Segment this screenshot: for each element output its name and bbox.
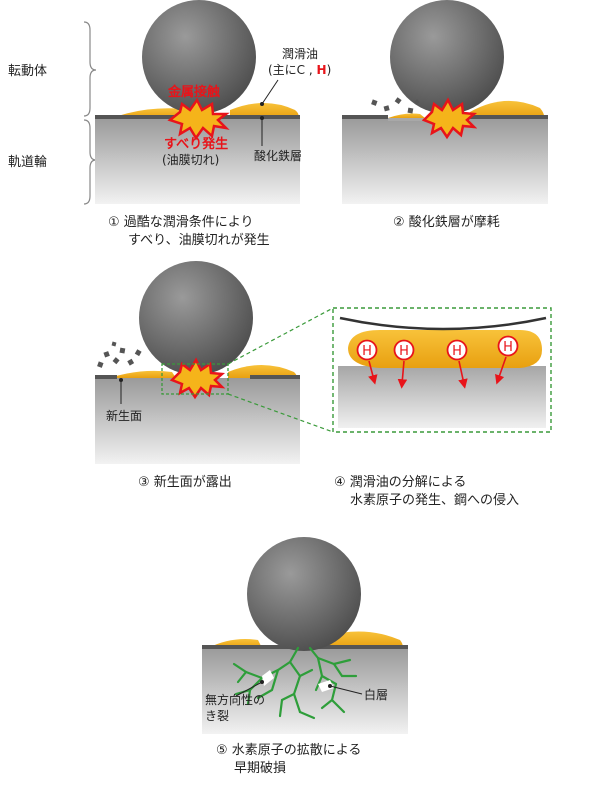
leader-lubricant-dot [260,102,264,106]
caption-step-3: ③ 新生面が露出 [138,474,232,490]
rolling-ball [139,261,253,375]
label-new-surface: 新生面 [106,408,142,423]
wear-debris [103,351,110,358]
caption-step-1-line-1: ① 過酷な潤滑条件により [108,214,254,230]
brace-rolling-element [83,21,97,117]
contact-spark [421,97,478,140]
oil-film-right [230,103,299,118]
caption-step-1-line-2: すべり、油膜切れが発生 [128,233,270,248]
hydrogen-atom: H [356,339,378,385]
oil-film-right [470,100,545,118]
label-rolling-element: 転動体 [8,64,47,79]
wear-debris [134,349,142,357]
hydrogen-atom-label: H [399,344,409,359]
hydrogen-arrow [458,360,468,389]
contact-spark [169,357,226,400]
hydrogen-arrow [397,360,408,389]
panel-2: ② 酸化鉄層が摩耗 [342,0,548,230]
white-layer [318,680,334,692]
zoom-steel [338,366,546,428]
zoom-connector-bottom [227,393,334,433]
label-isotropic-crack-2: き裂 [205,709,229,723]
wear-debris [383,105,390,112]
contact-spark [167,97,230,141]
hydrogen-atom: H [446,339,468,389]
iron-oxide-layer-right [470,115,548,119]
wear-debris [97,361,104,368]
rolling-ball [390,0,504,114]
hydrogen-atom-label: H [362,344,372,359]
label-white-layer: 白層 [364,687,388,702]
caption-step-4-line-2: 水素原子の発生、鋼への侵入 [350,492,519,508]
wear-debris [119,347,126,354]
leader-iron-oxide-dot [260,116,264,120]
zoom-frame [332,307,552,433]
leader-new-surface-dot [119,378,123,382]
rolling-ball [247,537,361,651]
oil-film-left [110,370,176,378]
leader-isotropic-crack-dot [260,680,264,684]
leader-white-layer-dot [328,684,332,688]
leader-lubricant [261,79,279,105]
oil-film-right [228,365,297,378]
label-lubricant-detail: (主にC , H) [268,63,331,77]
iron-oxide-layer-right [250,375,300,379]
panel-1: 転動体 軌道輪 金属接触 すべり発生 (油膜切れ) 潤滑油 (主にC , H) … [8,0,331,248]
wear-debris [127,358,135,366]
zoom-ball-surface [339,316,547,331]
hydrogen-arrow [368,360,378,385]
panel-4: H H H H ④ 潤滑油の分解による 水素原子の発生、鋼への侵入 [332,307,552,508]
brace-raceway [83,119,97,205]
iron-oxide-layer [95,375,117,379]
panel-3: 新生面 ③ 新生面が露出 [95,261,300,490]
white-layer [262,670,274,686]
hydrogen-atom-label: H [452,344,462,359]
zoom-source-box [161,363,229,395]
label-slip: すべり発生 [164,136,228,152]
zoom-connector-top [227,307,334,365]
wear-debris [112,357,120,365]
label-lubricant: 潤滑油 [282,47,318,61]
hydrogen-atom: H [393,339,415,389]
wear-debris [371,99,378,106]
hydrogen-atom: H [495,335,519,385]
label-isotropic-crack-1: 無方向性の [205,692,265,707]
panel-5: 無方向性の き裂 白層 ⑤ 水素原子の拡散による 早期破損 [202,537,408,776]
iron-oxide-layer [342,115,388,119]
hydrogen-atom-label: H [503,340,513,355]
rolling-ball [142,0,256,114]
leader-white-layer [329,685,363,695]
wear-debris [407,107,414,114]
oil-film-left [388,113,425,118]
label-iron-oxide: 酸化鉄層 [254,148,302,163]
label-film-break: (油膜切れ) [162,153,219,167]
hydrogen-arrow [495,356,507,385]
wear-debris [111,341,117,347]
label-raceway: 軌道輪 [8,154,47,170]
caption-step-5-line-1: ⑤ 水素原子の拡散による [216,743,361,758]
wear-debris [414,99,420,105]
caption-step-4-line-1: ④ 潤滑油の分解による [334,475,466,490]
raceway-block [202,648,408,734]
caption-step-5-line-2: 早期破損 [234,761,286,776]
zoom-oil-film [348,330,542,368]
leader-isotropic-crack [235,681,263,697]
label-metal-contact: 金属接触 [167,84,220,100]
wear-debris [394,97,402,105]
caption-step-2: ② 酸化鉄層が摩耗 [393,214,500,230]
